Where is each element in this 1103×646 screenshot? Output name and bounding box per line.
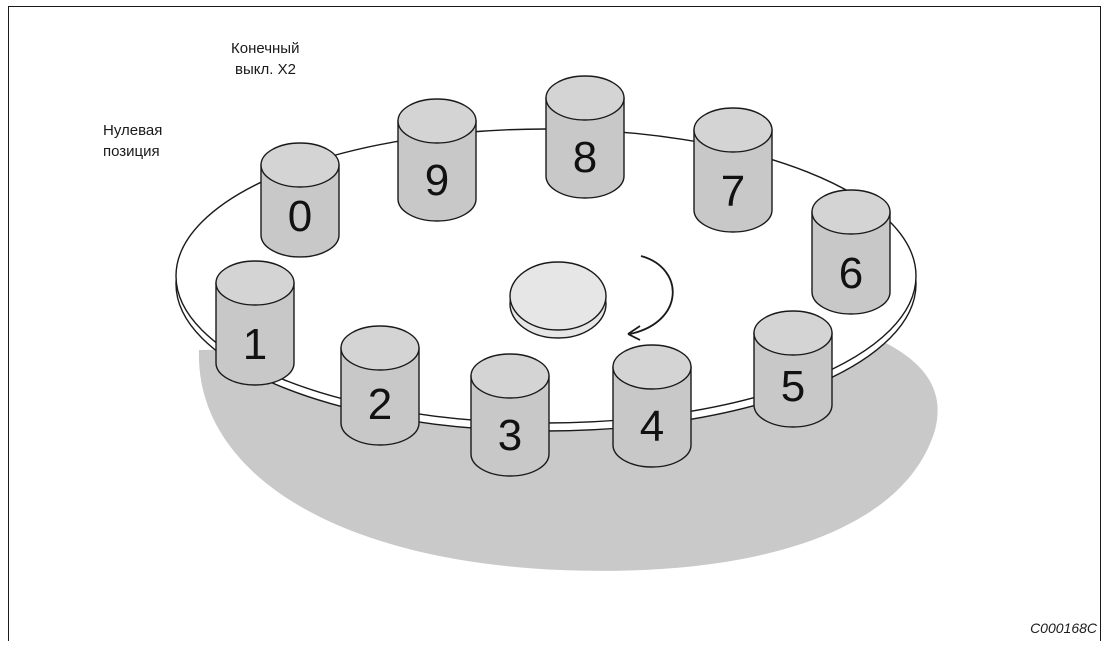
cylinder-top [470,353,550,399]
limit-switch-label-line1: Конечный [231,40,300,57]
position-number-label: 6 [839,249,863,298]
cylinder-body [545,97,625,199]
cylinder-body [753,332,833,428]
cylinder-top [545,75,625,121]
cylinder-position-5: 5 [753,310,833,428]
cylinder-position-7: 7 [693,107,773,233]
cylinder-body [397,120,477,222]
tool-positions: 0 9 8 7 6 1 2 3 4 5 [215,75,891,477]
cylinder-position-8: 8 [545,75,625,199]
cylinder-position-6: 6 [811,189,891,315]
cylinder-position-2: 2 [340,325,420,446]
cylinder-top [753,310,833,356]
center-hub [509,261,607,339]
cylinder-body [215,282,295,386]
frame-border [8,6,1101,646]
position-number-label: 4 [640,402,664,451]
cylinder-position-4: 4 [612,344,692,468]
figure-code: C000168C [1030,620,1097,636]
zero-position-label-line1: Нулевая [103,122,163,139]
cylinder-body [470,375,550,477]
cylinder-top [397,98,477,144]
cylinder-top [693,107,773,153]
cylinder-position-9: 9 [397,98,477,222]
cylinder-position-1: 1 [215,260,295,386]
position-number-label: 3 [498,411,522,460]
position-number-label: 0 [288,192,312,241]
cylinder-body [811,211,891,315]
limit-switch-label-line2: выкл. X2 [235,61,296,78]
cylinder-top [340,325,420,371]
position-number-label: 5 [781,362,805,411]
position-number-label: 9 [425,156,449,205]
zero-position-label-line2: позиция [103,143,160,160]
cylinder-position-3: 3 [470,353,550,477]
position-number-label: 8 [573,133,597,182]
cylinder-top [260,142,340,188]
zero-position-label: Нулевая позиция [103,120,162,162]
cylinder-position-0: 0 [260,142,340,258]
cylinder-top [612,344,692,390]
rotation-arrow-icon [627,255,674,341]
cylinder-body [612,366,692,468]
cylinder-body [340,347,420,446]
cylinder-top [215,260,295,306]
cylinder-top [811,189,891,235]
position-number-label: 2 [368,380,392,429]
limit-switch-label: Конечный выкл. X2 [231,38,299,80]
position-number-label: 1 [243,320,267,369]
cylinder-body [693,129,773,233]
cylinder-body [260,164,340,258]
position-number-label: 7 [721,167,745,216]
